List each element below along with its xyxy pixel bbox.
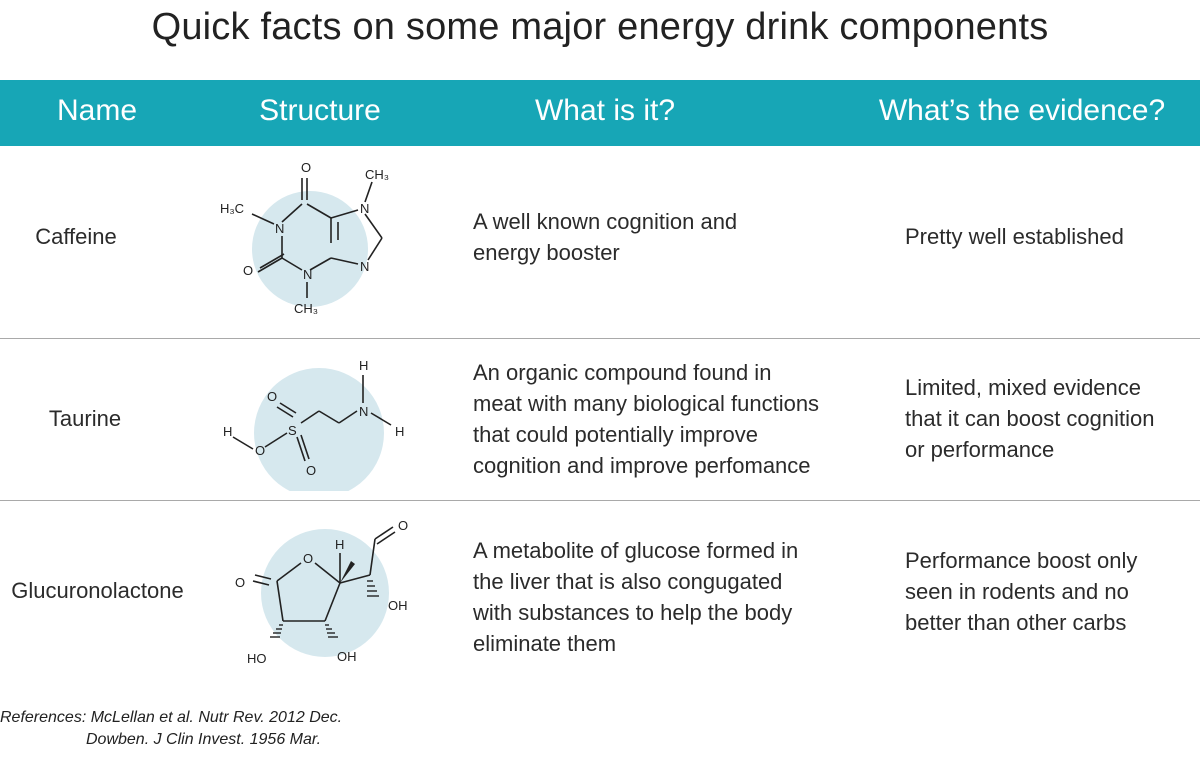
description: An organic compound found in meat with m…	[473, 360, 820, 478]
hydroxyl-label: HO	[247, 651, 267, 666]
description: A metabolite of glucose formed in the li…	[473, 538, 799, 656]
header-structure: Structure	[259, 94, 381, 127]
hydroxyl-label: OH	[388, 598, 408, 613]
page-title: Quick facts on some major energy drink c…	[151, 6, 1049, 48]
component-name: Glucuronolactone	[11, 578, 184, 603]
table-row: Glucuronolactone	[0, 501, 1200, 691]
oxygen-label: O	[235, 575, 245, 590]
methyl-label: H₃C	[220, 201, 244, 216]
description: A well known cognition and energy booste…	[473, 209, 738, 265]
oxygen-label: O	[398, 518, 408, 533]
nitrogen-label: N	[360, 259, 369, 274]
caffeine-molecule-icon: O CH₃ H₃C N N N N O CH₃	[210, 158, 400, 328]
sulfur-label: S	[288, 423, 297, 438]
table-row: Taurine H N H H O S O O	[0, 339, 1200, 500]
oxygen-label: O	[306, 463, 316, 478]
header-what: What is it?	[534, 94, 676, 127]
hydrogen-label: H	[223, 424, 232, 439]
references: References: McLellan et al. Nutr Rev. 20…	[0, 707, 342, 751]
oxygen-label: O	[301, 160, 311, 175]
oxygen-label: O	[255, 443, 265, 458]
component-name: Caffeine	[35, 224, 117, 249]
nitrogen-label: N	[360, 201, 369, 216]
nitrogen-label: N	[359, 404, 368, 419]
table-row: Caffeine	[0, 146, 1200, 338]
hydroxyl-label: OH	[337, 649, 357, 664]
reference-line: References: McLellan et al. Nutr Rev. 20…	[0, 709, 343, 726]
header-evidence: What’s the evidence?	[878, 94, 1166, 127]
reference-line: Dowben. J Clin Invest. 1956 Mar.	[86, 731, 322, 748]
taurine-molecule-icon: H N H H O S O O	[215, 351, 415, 498]
nitrogen-label: N	[275, 221, 284, 236]
methyl-label: CH₃	[294, 301, 318, 316]
row-divider	[0, 500, 1200, 501]
oxygen-label: O	[267, 389, 277, 404]
oxygen-label: O	[243, 263, 253, 278]
header-name: Name	[56, 94, 138, 127]
hydrogen-label: H	[335, 537, 344, 552]
evidence: Pretty well established	[905, 224, 1124, 249]
oxygen-label: O	[303, 551, 313, 566]
table-header: Name Structure What is it? What’s the ev…	[0, 80, 1200, 146]
evidence: Limited, mixed evidence that it can boos…	[905, 375, 1155, 462]
component-name: Taurine	[48, 406, 122, 431]
nitrogen-label: N	[303, 267, 312, 282]
hydrogen-label: H	[395, 424, 404, 439]
glucuronolactone-molecule-icon: O H O O OH HO OH	[225, 511, 425, 681]
evidence: Performance boost only seen in rodents a…	[905, 548, 1138, 635]
row-divider	[0, 338, 1200, 339]
methyl-label: CH₃	[365, 167, 389, 182]
hydrogen-label: H	[359, 358, 368, 373]
